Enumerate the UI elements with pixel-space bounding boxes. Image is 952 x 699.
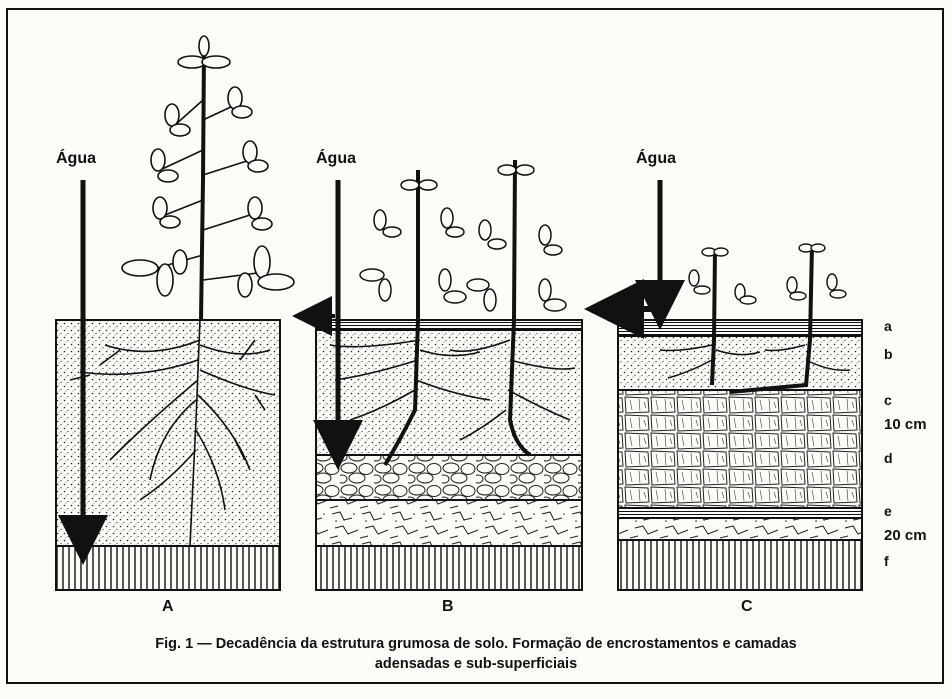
- figure-caption-line-2: adensadas e sub-superficiais: [20, 654, 932, 674]
- depth-label-20cm: 20 cm: [884, 527, 927, 544]
- panel-c-subsoil: [618, 518, 862, 540]
- panel-a-water-label: Água: [56, 150, 96, 168]
- panel-b-compacted-layer: [316, 455, 582, 500]
- panel-c-stem-left: [712, 250, 715, 385]
- layer-label-a: a: [884, 318, 892, 334]
- panel-c-substrate: [618, 540, 862, 590]
- panel-b-leaves: [360, 165, 566, 311]
- panel-c-pan-layer: [618, 508, 862, 518]
- layer-label-d: d: [884, 450, 893, 466]
- panel-b-water-label: Água: [316, 150, 356, 168]
- panel-c-crust: [618, 320, 862, 336]
- panel-a: [56, 36, 294, 590]
- layer-label-b: b: [884, 346, 893, 362]
- panel-c: [614, 180, 862, 590]
- layer-label-c: c: [884, 392, 892, 408]
- panel-b-topsoil: [316, 330, 582, 455]
- panel-b-subsoil: [316, 500, 582, 546]
- panel-a-substrate: [56, 546, 280, 590]
- depth-label-10cm: 10 cm: [884, 416, 927, 433]
- panel-c-compacted-layer: [618, 390, 862, 508]
- panel-c-topsoil: [618, 336, 862, 390]
- panel-b-substrate: [316, 546, 582, 590]
- panel-a-letter: A: [162, 598, 174, 616]
- panel-a-leaves: [122, 36, 294, 297]
- panel-b-crust: [316, 320, 582, 330]
- layer-label-e: e: [884, 503, 892, 519]
- panel-b: [312, 160, 582, 590]
- layer-label-f: f: [884, 553, 889, 569]
- panel-c-water-label: Água: [636, 150, 676, 168]
- panel-b-letter: B: [442, 598, 454, 616]
- figure-caption-line-1: Fig. 1 — Decadência da estrutura grumosa…: [20, 634, 932, 654]
- panel-c-letter: C: [741, 598, 753, 616]
